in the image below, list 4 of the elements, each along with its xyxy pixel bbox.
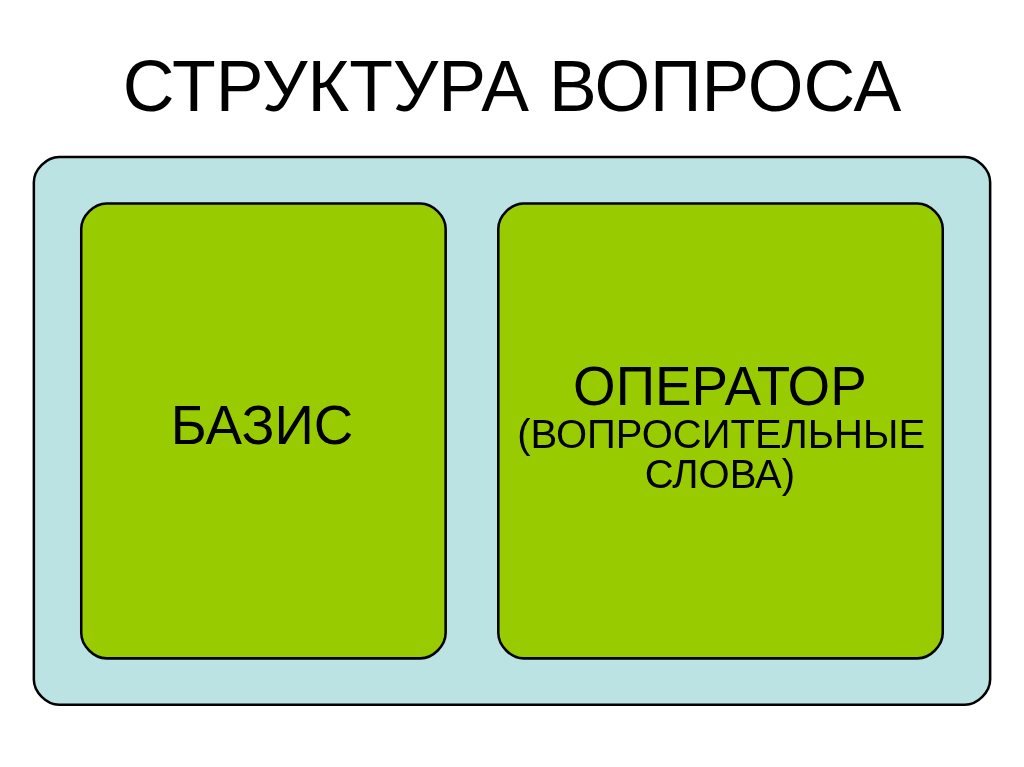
cluster	[32, 155, 992, 706]
diagram-title: СТРУКТУРА ВОПРОСА	[122, 46, 902, 127]
node-box: ОПЕРАТОР (ВОПРОСИТЕЛЬНЫЕ СЛОВА)	[497, 202, 945, 660]
node-box: БАЗИС	[79, 202, 447, 660]
